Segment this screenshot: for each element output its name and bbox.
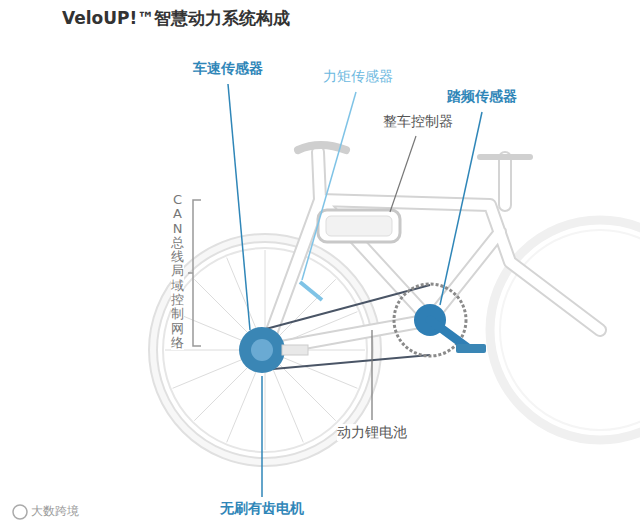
frame-tube (265, 152, 600, 350)
leader-line (440, 112, 482, 305)
network-label: CAN总线局域控制网络 (171, 193, 184, 350)
part-label: 动力锂电池 (337, 424, 407, 441)
crank-arm (430, 320, 468, 348)
part-label: 踏频传感器 (447, 88, 517, 105)
frame-outline (265, 152, 600, 350)
part-label: 力矩传感器 (323, 68, 393, 85)
watermark-icon (13, 505, 27, 519)
handlebar (480, 154, 530, 160)
pedal (456, 344, 486, 353)
leader-lines (228, 84, 482, 497)
axle (282, 345, 308, 355)
leader-line (302, 92, 356, 280)
battery-pack (318, 210, 400, 242)
hub-motor (239, 327, 285, 373)
wheel-spokes (165, 250, 365, 450)
diagram-title: VeloUP!™智慧动力系统构成 (62, 8, 290, 28)
watermark: 大数跨境 (31, 504, 79, 518)
front-rim (500, 230, 640, 430)
hub-motor-cap (251, 339, 273, 361)
leader-line (390, 136, 416, 212)
part-label: 车速传感器 (193, 60, 263, 77)
controller-panel (326, 216, 392, 236)
leader-line (228, 84, 250, 330)
torque-sensor (300, 282, 322, 300)
chain (262, 285, 430, 370)
bracket (188, 200, 201, 346)
leader-line (261, 376, 263, 497)
part-label: 整车控制器 (383, 113, 453, 130)
frame (265, 145, 600, 350)
leader-line (371, 330, 372, 420)
part-label: 无刷有齿电机 (220, 500, 304, 517)
